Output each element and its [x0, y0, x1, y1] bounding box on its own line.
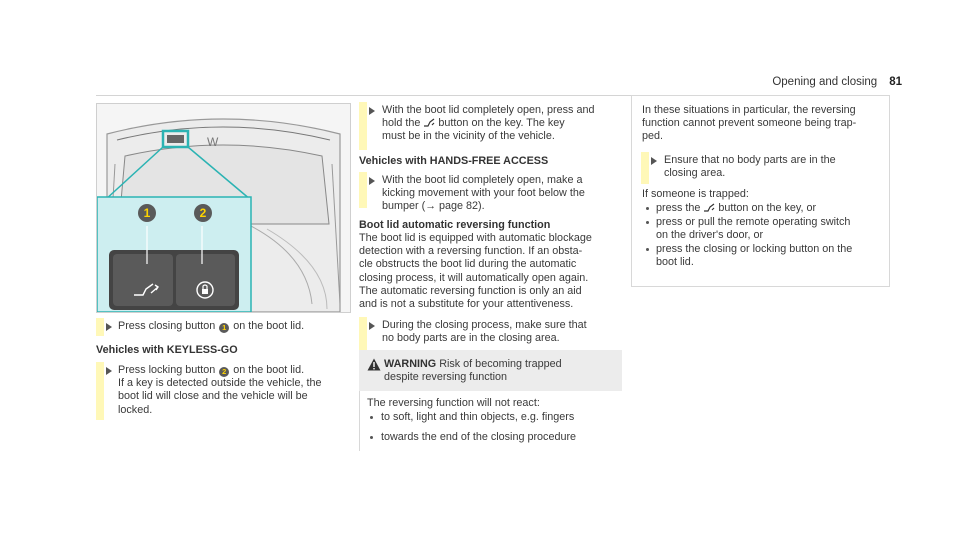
step-bar	[359, 317, 367, 353]
boot-lid-drawing: W	[97, 104, 350, 312]
bullet	[370, 416, 373, 419]
bullet	[646, 207, 649, 210]
page-header: Opening and closing 81	[772, 76, 902, 88]
heading-hands-free: Vehicles with HANDS-FREE ACCESS	[359, 155, 549, 167]
bullet	[370, 436, 373, 439]
col3-bullet-2: press or pull the remote operating switc…	[656, 216, 851, 242]
step-arrow-icon	[369, 322, 375, 330]
warning-bullet-1: to soft, light and thin objects, e.g. fi…	[381, 411, 575, 423]
step-arrow-icon	[106, 367, 112, 375]
info-box: In these situations in particular, the r…	[631, 95, 890, 287]
col3-bullet-3: press the closing or locking button on t…	[656, 243, 853, 269]
step-bar	[641, 152, 649, 184]
step-arrow-icon	[369, 107, 375, 115]
col1-step2: Press locking button 2 on the boot lid. …	[118, 364, 322, 416]
col3-step: Ensure that no body parts are in the clo…	[664, 154, 836, 180]
col3-para1: In these situations in particular, the r…	[642, 104, 857, 143]
trunk-close-icon	[131, 279, 161, 304]
xref-arrow-icon: →	[425, 200, 437, 213]
reversing-body: The boot lid is equipped with automatic …	[359, 232, 592, 311]
step-arrow-icon	[651, 157, 657, 165]
trunk-key-icon	[704, 203, 715, 212]
callout-2-inline: 2	[219, 367, 230, 377]
warning-box: WARNING Risk of becoming trapped despite…	[359, 350, 622, 451]
step-bar	[96, 318, 104, 336]
warning-label: WARNING	[384, 358, 437, 370]
step-bar	[359, 172, 367, 208]
callout-2: 2	[194, 204, 212, 222]
warning-intro: The reversing function will not react:	[367, 397, 540, 409]
svg-text:W: W	[207, 135, 219, 149]
col3-intro: If someone is trapped:	[642, 188, 749, 200]
bullet	[646, 248, 649, 251]
callout-1: 1	[138, 204, 156, 222]
step-bar	[96, 362, 104, 420]
step-bar	[359, 102, 367, 150]
bullet	[646, 221, 649, 224]
col2-step1: With the boot lid completely open, press…	[382, 104, 595, 143]
page-number: 81	[889, 76, 902, 88]
page-link[interactable]: page 82).	[439, 200, 485, 213]
col3-bullet-1: press the button on the key, or	[656, 202, 817, 214]
heading-reversing: Boot lid automatic reversing function	[359, 219, 551, 231]
warning-bullet-2: towards the end of the closing procedure	[381, 431, 577, 443]
lock-icon	[194, 278, 216, 305]
header-rule	[96, 95, 890, 96]
section-title: Opening and closing	[772, 76, 878, 88]
step-arrow-icon	[106, 323, 112, 331]
step-arrow-icon	[369, 177, 375, 185]
col2-step2: With the boot lid completely open, make …	[382, 174, 585, 213]
callout-1-inline: 1	[219, 323, 230, 333]
warning-triangle-icon	[367, 358, 381, 371]
heading-keyless-go: Vehicles with KEYLESS-GO	[96, 344, 238, 356]
warning-title: WARNING Risk of becoming trapped despite…	[384, 358, 562, 384]
col2-step3: During the closing process, make sure th…	[382, 319, 587, 345]
trunk-key-icon	[424, 118, 435, 127]
boot-lid-illustration: W 1 2	[96, 103, 351, 313]
warning-header	[359, 350, 622, 391]
col1-step1: Press closing button 1 on the boot lid.	[118, 320, 305, 333]
